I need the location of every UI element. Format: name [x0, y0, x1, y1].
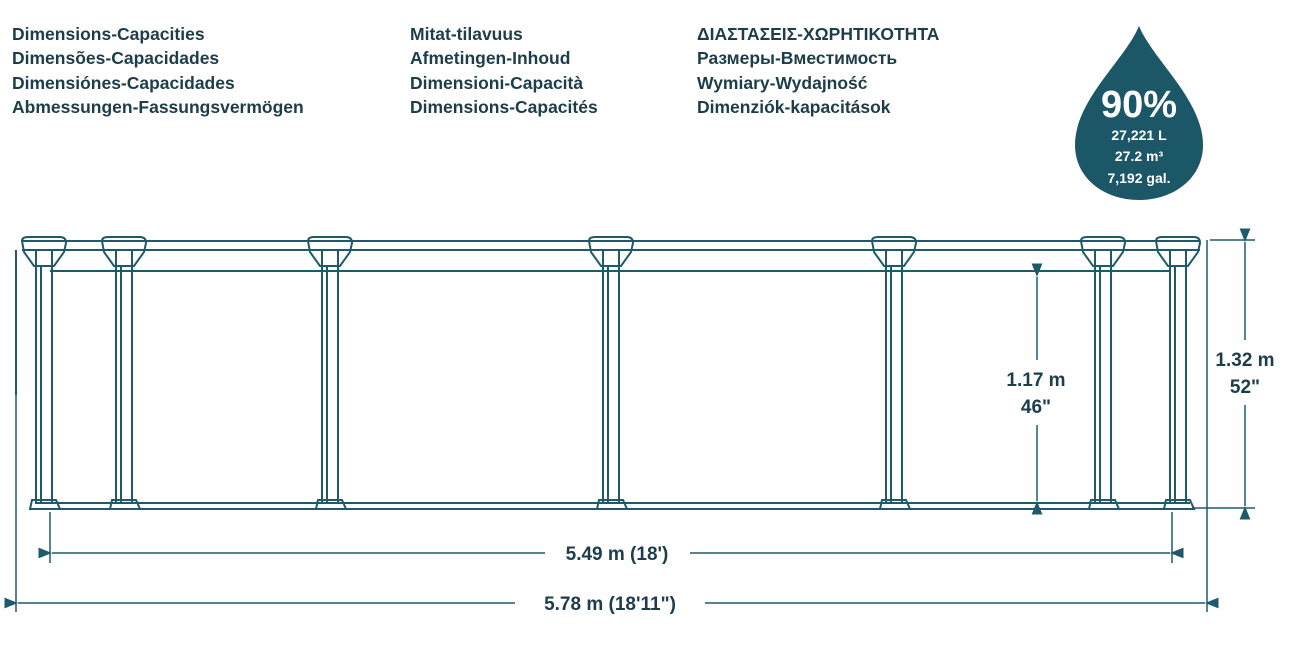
- heading: Mitat-tilavuus: [410, 24, 523, 44]
- pool-frame: [15, 236, 1202, 510]
- outer-length-label: 5.78 m (18'11"): [544, 594, 676, 615]
- frame-leg: [115, 249, 133, 504]
- heading: Размеры-Вместимость: [697, 48, 898, 69]
- t-connector: [1154, 236, 1202, 267]
- heading: Abmessungen-Fassungsvermögen: [12, 96, 304, 117]
- dimension-lines: [4, 228, 1255, 612]
- heading-column-3: ΔΙΑΣΤΑΣΕΙΣ-ΧΩΡΗΤΙΚΟΤΗΤΑ Размеры-Вместимо…: [697, 22, 939, 119]
- total-height-m-label: 1.32 m: [1215, 350, 1274, 371]
- t-connector: [587, 236, 635, 267]
- heading: Dimenziók-kapacitások: [697, 96, 891, 117]
- inner-length-label: 5.49 m (18'): [566, 544, 669, 565]
- frame-leg: [1094, 249, 1112, 504]
- heading: Wymiary-Wydajność: [697, 72, 868, 93]
- heading: Afmetingen-Inhoud: [410, 48, 571, 69]
- leg-foot: [108, 499, 142, 510]
- heading: Dimensioni-Capacità: [410, 72, 584, 93]
- capacity-liters: 27,221 L: [1111, 127, 1167, 143]
- leg-foot: [878, 499, 912, 510]
- heading: Dimensions-Capacités: [410, 96, 598, 117]
- leg-foot: [28, 499, 62, 510]
- leg-foot: [1087, 499, 1121, 510]
- frame-leg: [885, 249, 903, 504]
- heading: Dimensions-Capacities: [12, 24, 205, 44]
- heading-column-1: Dimensions-Capacities Dimensões-Capacida…: [12, 22, 304, 119]
- total-height-in-label: 52": [1230, 377, 1260, 398]
- heading: Dimensiónes-Capacidades: [12, 72, 235, 93]
- leg-foot: [595, 499, 629, 510]
- t-connector: [306, 236, 354, 267]
- t-connector: [870, 236, 918, 267]
- water-drop-icon: 90% 27,221 L 27.2 m³ 7,192 gal.: [1075, 26, 1203, 200]
- fill-percent: 90%: [1101, 84, 1177, 126]
- t-connector: [1079, 236, 1127, 267]
- frame-leg: [602, 249, 620, 504]
- heading: Dimensões-Capacidades: [12, 48, 220, 69]
- frame-leg: [35, 249, 53, 504]
- frame-leg: [321, 249, 339, 504]
- water-height-m-label: 1.17 m: [1006, 370, 1065, 391]
- t-connector: [20, 236, 68, 267]
- water-height-in-label: 46": [1021, 397, 1051, 418]
- capacity-cubic-meters: 27.2 m³: [1115, 148, 1164, 164]
- t-connector: [100, 236, 148, 267]
- heading-column-2: Mitat-tilavuus Afmetingen-Inhoud Dimensi…: [410, 22, 598, 119]
- leg-foot: [1162, 499, 1196, 510]
- frame-leg: [1169, 249, 1187, 504]
- leg-foot: [314, 499, 348, 510]
- heading: ΔΙΑΣΤΑΣΕΙΣ-ΧΩΡΗΤΙΚΟΤΗΤΑ: [697, 24, 940, 44]
- capacity-gallons: 7,192 gal.: [1107, 170, 1170, 186]
